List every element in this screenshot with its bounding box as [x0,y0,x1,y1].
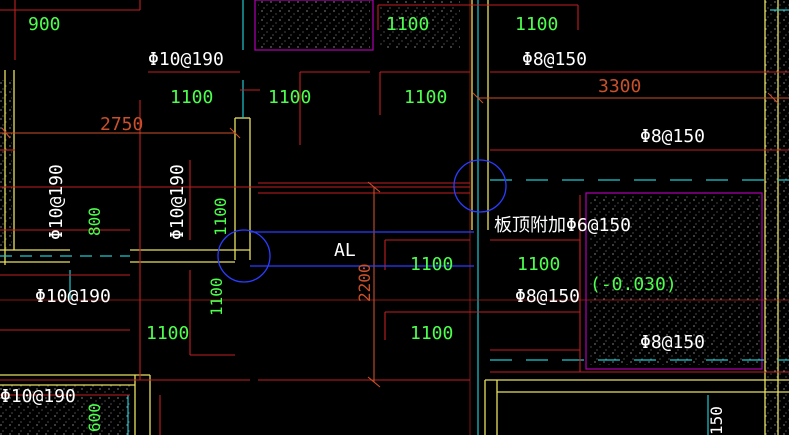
slab-outlines [254,0,763,370]
rebar-labels: Φ10@190 Φ8@150 Φ8@150 Φ8@150 Φ8@150 Φ10@… [0,49,705,407]
rebar-label: Φ10@190 [148,49,224,70]
length-label: 900 [28,14,61,35]
length-label-vertical: 1100 [207,277,226,316]
dimension-label-vertical: 150 [707,406,726,435]
dimension-label: 3300 [598,76,641,97]
dimension-label-vertical: 2200 [355,263,374,302]
rebar-label: Φ8@150 [522,49,587,70]
length-label: 1100 [170,87,213,108]
length-label: 1100 [515,14,558,35]
length-label-vertical: 600 [85,403,104,432]
dimension-labels: 3300 2750 2200 150 [100,76,726,435]
rebar-label-vertical: Φ10@190 [167,164,188,240]
length-label: 1100 [517,254,560,275]
length-label: 1100 [268,87,311,108]
length-labels: 900 1100 1100 1100 1100 1100 1100 1100 1… [28,14,677,432]
length-label-vertical: 1100 [211,197,230,236]
length-label: 1100 [386,14,429,35]
rebar-label: Φ8@150 [515,286,580,307]
length-label-vertical: 800 [85,207,104,236]
dimension-label: 2750 [100,114,143,135]
length-label: 1100 [404,87,447,108]
length-label: 1100 [146,323,189,344]
rebar-label: Φ10@190 [35,286,111,307]
rebar-label: Φ8@150 [640,332,705,353]
section-circle-right [453,159,507,213]
elevation-label: (-0.030) [590,274,677,295]
length-label: 1100 [410,254,453,275]
length-label: 1100 [410,323,453,344]
rebar-label: Φ8@150 [640,126,705,147]
al-beam [217,159,507,283]
dimension-lines [0,92,789,388]
rebar-label-vertical: Φ10@190 [46,164,67,240]
extra-rebar-label: 板顶附加Φ6@150 [494,215,631,236]
beam-label-al: AL [334,240,356,261]
rebar-label: Φ10@190 [0,386,76,407]
section-circle-left [217,229,271,283]
